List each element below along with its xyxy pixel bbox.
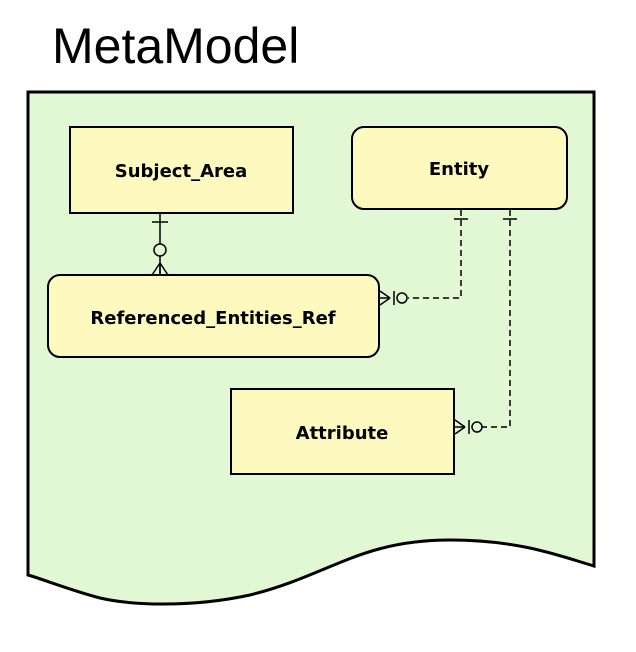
entity-referenced-entities-ref[interactable]: Referenced_Entities_Ref <box>47 274 380 358</box>
entity-label-attribute: Attribute <box>296 423 389 444</box>
entity-entity[interactable]: Entity <box>351 126 568 210</box>
entity-attribute[interactable]: Attribute <box>230 388 455 475</box>
page-title: MetaModel <box>52 18 300 74</box>
entity-subject-area[interactable]: Subject_Area <box>69 126 294 214</box>
relationship-subject-area-to-referenced-entities <box>151 213 169 276</box>
entity-label-entity: Entity <box>429 159 489 180</box>
entity-label-referenced-entities-ref: Referenced_Entities_Ref <box>90 308 335 329</box>
relationship-entity-to-attribute <box>454 210 517 435</box>
relationship-entity-to-referenced-entities <box>379 210 468 306</box>
entity-label-subject-area: Subject_Area <box>115 161 247 182</box>
